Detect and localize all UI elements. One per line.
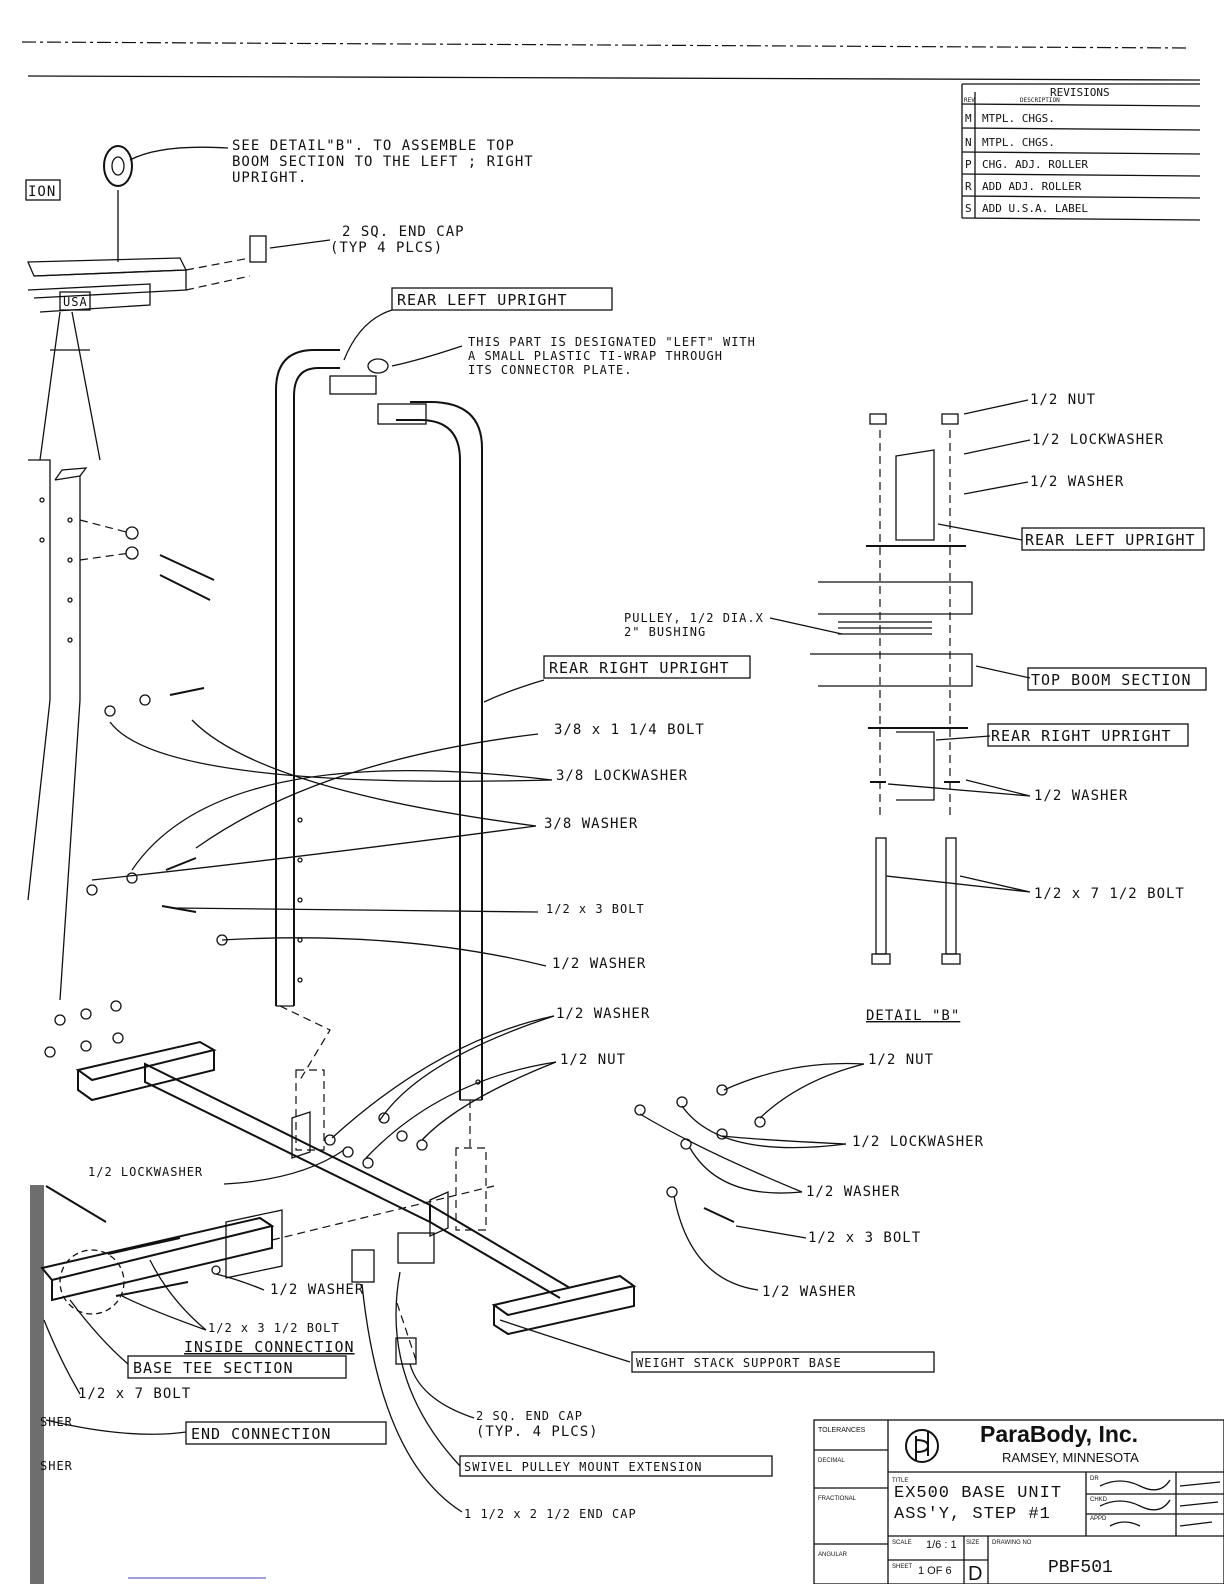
callout-washer-12-c: 1/2 WASHER — [270, 1282, 364, 1298]
detail-b-nut: 1/2 NUT — [1030, 392, 1096, 408]
callout-end-cap-bottom-line2: (TYP. 4 PLCS) — [476, 1424, 599, 1440]
detail-b-top-boom-section: TOP BOOM SECTION — [1031, 671, 1192, 689]
callout-see-detail-line2: BOOM SECTION TO THE LEFT ; RIGHT — [232, 154, 534, 170]
angular-label: ANGULAR — [818, 1552, 848, 1558]
callout-end-cap-top-line2: (TYP 4 PLCS) — [330, 240, 443, 256]
callout-nut-12-a: 1/2 NUT — [560, 1052, 626, 1068]
callout-designated-line2: A SMALL PLASTIC TI-WRAP THROUGH — [468, 349, 723, 363]
callout-weight-stack: WEIGHT STACK SUPPORT BASE — [636, 1356, 842, 1370]
rev-letter: R — [965, 180, 972, 193]
size-value: D — [968, 1563, 982, 1584]
revisions-header: REVISIONS — [1050, 86, 1110, 99]
callout-rear-right-upright: REAR RIGHT UPRIGHT — [549, 659, 730, 677]
leader-lines — [43, 146, 865, 1513]
callout-washer-38: 3/8 WASHER — [544, 816, 638, 832]
callout-end-cap-top-line1: 2 SQ. END CAP — [342, 224, 465, 240]
detail-b-lockwasher: 1/2 LOCKWASHER — [1032, 432, 1164, 448]
detail-b-rear-right-upright: REAR RIGHT UPRIGHT — [991, 727, 1172, 745]
left-frame-drawing — [27, 459, 215, 1001]
callout-designated-line3: ITS CONNECTOR PLATE. — [468, 363, 633, 377]
size-label: SIZE — [966, 1540, 979, 1546]
appd-label: APPD — [1090, 1516, 1107, 1522]
callout-washer-12-e: 1/2 WASHER — [762, 1284, 856, 1300]
fragment-sher-1: SHER — [40, 1415, 73, 1429]
drawing-title-line1: EX500 BASE UNIT — [894, 1484, 1062, 1503]
top-boom-drawing: USA — [27, 145, 267, 461]
callout-see-detail-line3: UPRIGHT. — [232, 170, 307, 186]
drawing-number: PBF501 — [1048, 1558, 1113, 1578]
callout-end-connection: END CONNECTION — [191, 1425, 331, 1443]
callout-lockwasher-12-right: 1/2 LOCKWASHER — [852, 1134, 984, 1150]
tolerances-label: TOLERANCES — [818, 1427, 866, 1434]
callout-end-cap-bottom-line1: 2 SQ. END CAP — [476, 1409, 583, 1423]
rev-description: MTPL. CHGS. — [982, 136, 1055, 149]
label-boxes — [127, 287, 1207, 1477]
callout-lockwasher-12-left: 1/2 LOCKWASHER — [88, 1165, 203, 1179]
rev-description: ADD ADJ. ROLLER — [982, 180, 1082, 193]
callout-washer-12-b: 1/2 WASHER — [556, 1006, 650, 1022]
rev-letter: M — [965, 112, 972, 125]
dr-label: DR — [1090, 1476, 1099, 1482]
sheet-borders — [21, 41, 1201, 1584]
scale-value: 1/6 : 1 — [926, 1539, 957, 1551]
detail-b-rear-left-upright: REAR LEFT UPRIGHT — [1025, 531, 1196, 549]
callout-rear-left-upright: REAR LEFT UPRIGHT — [397, 291, 568, 309]
detail-b-title: DETAIL "B" — [866, 1008, 960, 1024]
revisions-col-desc: DESCRIPTION — [1020, 97, 1060, 104]
detail-b-washer-top: 1/2 WASHER — [1030, 474, 1124, 490]
rev-description: MTPL. CHGS. — [982, 112, 1055, 125]
parabody-logo — [905, 1429, 939, 1463]
detail-b-drawing — [810, 399, 1031, 965]
detail-b-bolt: 1/2 x 7 1/2 BOLT — [1034, 886, 1185, 902]
company-name: ParaBody, Inc. — [980, 1421, 1138, 1447]
title-block: TOLERANCES DECIMAL FRACTIONAL ANGULAR Pa… — [813, 1419, 1224, 1584]
callout-bolt-12-3: 1/2 x 3 BOLT — [546, 902, 645, 916]
callout-inside-connection: INSIDE CONNECTION — [184, 1338, 355, 1356]
callout-bolt-12-3-b: 1/2 x 3 BOLT — [808, 1230, 921, 1246]
callout-designated-line1: THIS PART IS DESIGNATED "LEFT" WITH — [468, 335, 756, 349]
callout-end-cap-112: 1 1/2 x 2 1/2 END CAP — [464, 1507, 637, 1521]
decimal-label: DECIMAL — [818, 1458, 845, 1464]
rev-description: ADD U.S.A. LABEL — [982, 202, 1088, 215]
signatures — [1099, 1479, 1221, 1527]
revisions-table: REVISIONS REV DESCRIPTION M MTPL. CHGS. … — [961, 83, 1201, 221]
callout-base-tee-section: BASE TEE SECTION — [133, 1359, 294, 1377]
rev-description: CHG. ADJ. ROLLER — [982, 158, 1088, 171]
fragment-box — [25, 179, 61, 201]
drawing-title-line2: ASS'Y, STEP #1 — [894, 1505, 1051, 1524]
callout-pulley-line2: 2" BUSHING — [624, 625, 706, 639]
callout-lockwasher-38: 3/8 LOCKWASHER — [556, 768, 688, 784]
drawing-no-label: DRAWING NO — [992, 1540, 1032, 1546]
fragment-ion: ION — [28, 184, 56, 200]
rev-letter: P — [965, 158, 972, 171]
title-label: TITLE — [892, 1478, 908, 1484]
callout-nut-12-b: 1/2 NUT — [868, 1052, 934, 1068]
fragment-sher-2: SHER — [40, 1459, 73, 1473]
rev-letter: N — [965, 136, 972, 149]
callout-bolt-38-114: 3/8 x 1 1/4 BOLT — [554, 722, 705, 738]
rev-letter: S — [965, 202, 972, 215]
callout-see-detail-line1: SEE DETAIL"B". TO ASSEMBLE TOP — [232, 138, 515, 154]
company-location: RAMSEY, MINNESOTA — [1002, 1450, 1139, 1465]
callout-bolt-12-7: 1/2 x 7 BOLT — [78, 1386, 191, 1402]
revisions-col-rev: REV — [964, 97, 975, 104]
scale-label: SCALE — [892, 1540, 912, 1546]
chkd-label: CHKD — [1090, 1497, 1108, 1503]
callout-washer-12-a: 1/2 WASHER — [552, 956, 646, 972]
detail-b-washer-bottom: 1/2 WASHER — [1034, 788, 1128, 804]
callout-swivel-pulley: SWIVEL PULLEY MOUNT EXTENSION — [464, 1460, 703, 1474]
sheet-value: 1 OF 6 — [918, 1565, 952, 1577]
usa-label-text: USA — [63, 295, 88, 309]
fractional-label: FRACTIONAL — [818, 1496, 857, 1502]
callout-washer-12-d: 1/2 WASHER — [806, 1184, 900, 1200]
sheet-label: SHEET — [892, 1564, 912, 1570]
hardware-drawing — [44, 687, 766, 1275]
base-drawing — [40, 1040, 637, 1365]
uprights-drawing — [275, 349, 483, 1150]
callout-pulley-line1: PULLEY, 1/2 DIA.X — [624, 611, 764, 625]
callout-bolt-12-312: 1/2 x 3 1/2 BOLT — [208, 1321, 340, 1335]
